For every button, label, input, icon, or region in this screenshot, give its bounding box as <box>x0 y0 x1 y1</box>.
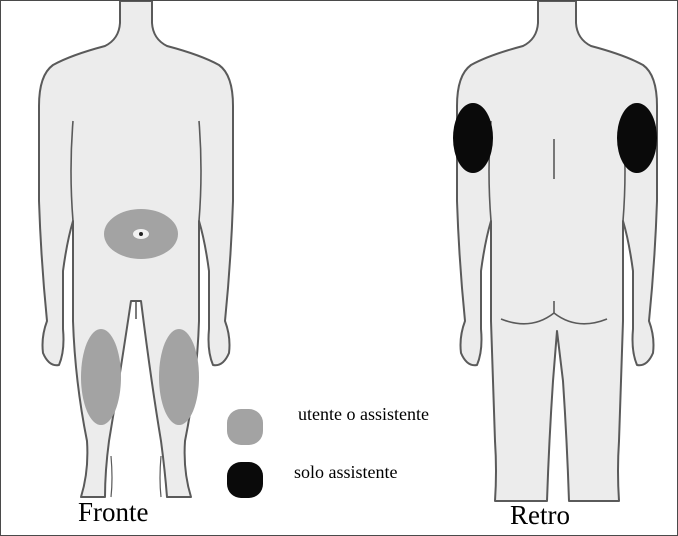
back-body <box>453 1 657 501</box>
left-upper-arm-injection-zone <box>453 103 493 173</box>
right-upper-arm-injection-zone <box>617 103 657 173</box>
legend-label-user-or-assistant: utente o assistente <box>298 404 429 425</box>
front-knee-right <box>160 456 161 497</box>
front-body <box>39 1 233 497</box>
legend-swatch-user-or-assistant <box>227 409 263 445</box>
legend-swatch-assistant-only <box>227 462 263 498</box>
legend-label-assistant-only: solo assistente <box>294 462 398 483</box>
front-knee-left <box>111 456 112 497</box>
front-view-label: Fronte <box>78 497 149 528</box>
back-view-label: Retro <box>510 500 570 531</box>
left-thigh-injection-zone <box>81 329 121 425</box>
back-body-silhouette <box>457 1 657 501</box>
navel-dot <box>139 232 143 236</box>
right-thigh-injection-zone <box>159 329 199 425</box>
